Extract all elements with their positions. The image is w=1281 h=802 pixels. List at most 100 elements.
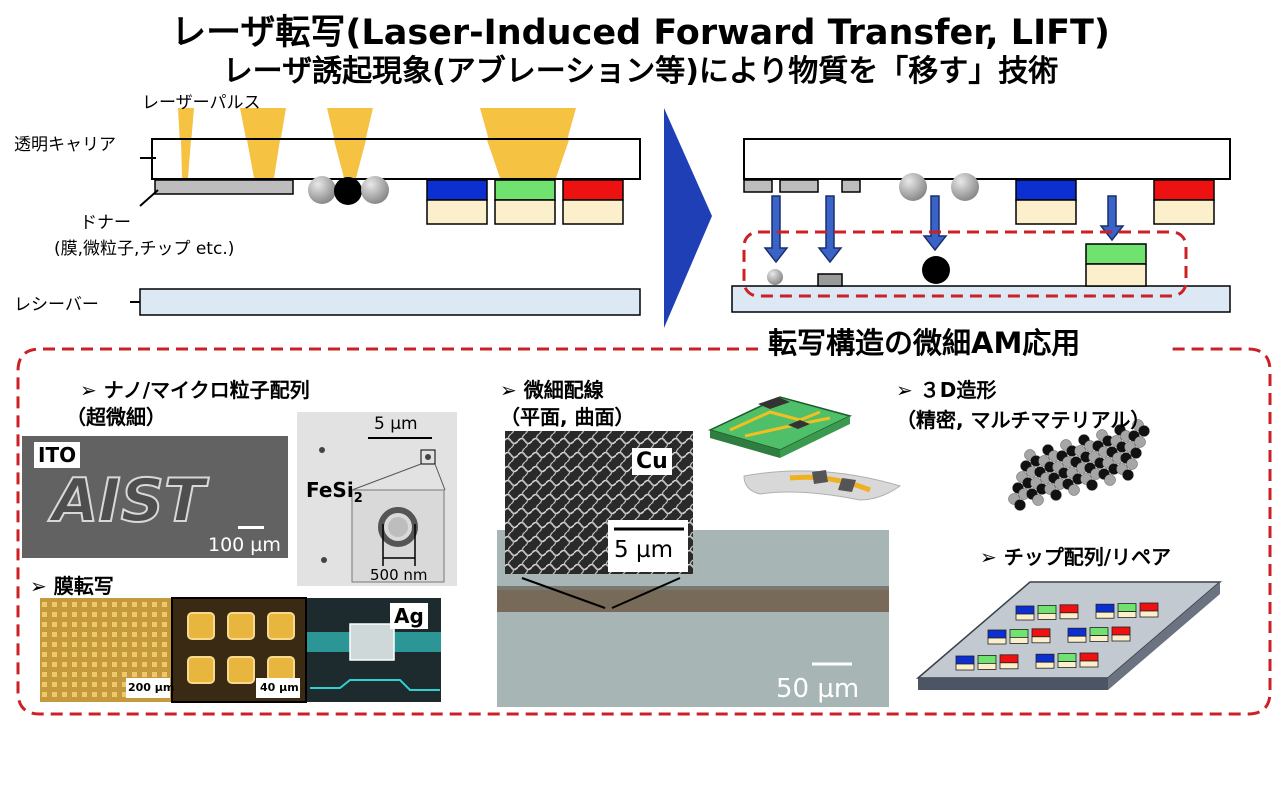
lattice-particle — [1032, 494, 1044, 506]
process-arrow — [664, 108, 712, 328]
receiver-right — [731, 285, 1231, 313]
carrier-right — [743, 138, 1231, 180]
board-chip-base — [1079, 660, 1099, 668]
film-title-text: 膜転写 — [53, 574, 114, 598]
fesi-tag-text: FeSi — [306, 478, 354, 502]
film-scale-2: 40 µm — [260, 681, 299, 694]
board-chip-base — [1139, 610, 1159, 618]
board-chip-base — [1111, 634, 1131, 642]
chip-title: ➢ チップ配列/リペア — [980, 541, 1171, 570]
receiver-label: レシーバー — [14, 295, 99, 315]
main-subtitle: レーザ誘起現象(アブレーション等)により物質を「移す」技術 — [222, 54, 1059, 89]
lattice-particle — [1122, 469, 1134, 481]
bullet-arrow-icon: ➢ — [980, 545, 1004, 569]
fesi-scale-top: 5 µm — [374, 414, 418, 434]
wiring-title: ➢ 微細配線 — [500, 374, 604, 403]
lattice-particle — [1134, 436, 1146, 448]
laser-label: レーザーパルス — [142, 93, 261, 113]
board-chip-top — [1031, 628, 1051, 638]
board-chip-base — [1089, 635, 1109, 642]
lattice-particle — [1014, 499, 1026, 511]
chip-blue — [426, 179, 488, 225]
main-title: レーザ転写(Laser-Induced Forward Transfer, LI… — [171, 13, 1110, 53]
chip-title-text: チップ配列/リペア — [1003, 545, 1172, 569]
nano-title-text: ナノ/マイクロ粒子配列 — [103, 378, 310, 402]
particle-gray-1 — [308, 176, 336, 204]
board-chip-base — [1059, 612, 1079, 620]
fesi-scale-bottom: 500 nm — [370, 566, 428, 584]
carrier-label: 透明キャリア — [14, 135, 116, 155]
board-chip-base — [987, 637, 1007, 645]
chip-green — [494, 179, 556, 225]
donor-film — [154, 179, 294, 195]
board-chip-top — [1117, 603, 1137, 612]
board-chip-base — [1037, 613, 1057, 620]
board-chip-base — [1009, 637, 1029, 644]
board-chip-top — [977, 655, 997, 664]
board-chip-top — [955, 655, 975, 665]
chip-red — [562, 179, 624, 225]
board-chip-base — [1057, 661, 1077, 668]
board-chip-base — [977, 663, 997, 670]
lattice-particle — [1086, 479, 1098, 491]
lattice-particle — [1138, 425, 1150, 437]
board-chip-base — [1031, 636, 1051, 644]
ag-tag: Ag — [390, 603, 428, 629]
bullet-arrow-icon: ➢ — [80, 378, 104, 402]
board-chip-top — [1095, 603, 1115, 613]
lattice-3d — [1008, 419, 1150, 511]
ito-scale-label: 100 µm — [208, 534, 281, 556]
donor-label: ドナー — [80, 213, 131, 233]
printing-title: ➢ ３D造形 — [896, 374, 996, 403]
board-chip-top — [1067, 627, 1087, 637]
board-chip-top — [1111, 626, 1131, 636]
donor-sub-label: (膜,微粒子,チップ etc.) — [54, 239, 235, 259]
printing-title-text: ３D造形 — [919, 378, 997, 402]
nano-sub: （超微細） — [66, 405, 166, 429]
bullet-arrow-icon: ➢ — [30, 574, 54, 598]
board-chip-base — [1067, 635, 1087, 643]
film-title: ➢ 膜転写 — [30, 570, 114, 599]
board-chip-top — [999, 654, 1019, 664]
ito-logo: AIST — [51, 465, 206, 537]
board-chip-top — [1089, 627, 1109, 636]
board-chip-top — [987, 629, 1007, 639]
board-chip-top — [1035, 653, 1055, 663]
lattice-particle — [1068, 484, 1080, 496]
board-chip-top — [1079, 652, 1099, 662]
board-chip-top — [1059, 604, 1079, 614]
particle-black — [334, 177, 362, 205]
nano-title: ➢ ナノ/マイクロ粒子配列 — [80, 374, 310, 403]
receiver-left — [139, 288, 641, 316]
board-chip-base — [1095, 611, 1115, 619]
ito-scale-bar — [238, 526, 264, 529]
board-chip-top — [1037, 605, 1057, 614]
board-chip-base — [955, 663, 975, 671]
lattice-particle — [1050, 489, 1062, 501]
fesi-tag-subscript: 2 — [353, 491, 363, 506]
lattice-particle — [1130, 447, 1142, 459]
board-chip-top — [1015, 605, 1035, 615]
cu-scale: 5 µm — [614, 537, 673, 563]
film-scale-1: 200 µm — [128, 681, 175, 694]
fesi-tag: FeSi2 — [306, 478, 363, 506]
board-chip-top — [1057, 653, 1077, 662]
ito-tag: ITO — [34, 442, 81, 468]
wiring-sub: （平面, 曲面） — [500, 405, 635, 429]
board-chip-top — [1009, 629, 1029, 638]
application-heading: 転写構造の微細AM応用 — [768, 326, 1081, 360]
wiring-title-text: 微細配線 — [523, 378, 604, 402]
board-chip-base — [999, 662, 1019, 670]
printing-sub: （精密, マルチマテリアル） — [896, 408, 1151, 432]
board-chip-top — [1139, 602, 1159, 612]
lattice-particle — [1104, 474, 1116, 486]
board-chip-base — [1035, 661, 1055, 669]
bullet-arrow-icon: ➢ — [500, 378, 524, 402]
cu-tag: Cu — [632, 448, 672, 475]
board-chip-base — [1015, 613, 1035, 621]
line-scale: 50 µm — [776, 674, 860, 704]
application-panel — [16, 347, 1272, 716]
bullet-arrow-icon: ➢ — [896, 378, 920, 402]
lattice-particle — [1126, 458, 1138, 470]
